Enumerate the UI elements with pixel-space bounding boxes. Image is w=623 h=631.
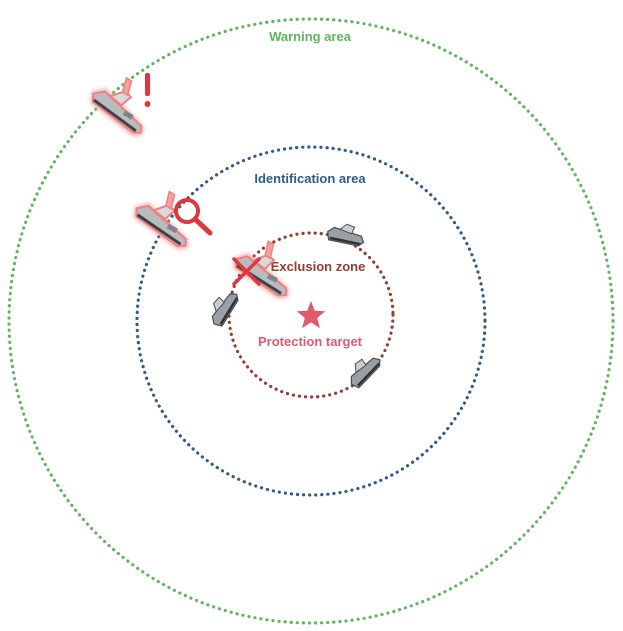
patrol-vessel [203, 285, 242, 330]
patrol-vessel [325, 220, 368, 248]
magnifier-icon [174, 198, 213, 236]
patrol-vessel [342, 348, 385, 392]
cross-icon [232, 257, 261, 286]
warning-area-label: Warning area [269, 29, 352, 44]
warning-area-ring [7, 17, 615, 625]
identification-area-ring [135, 145, 487, 497]
protection-target-label: Protection target [258, 334, 363, 349]
identification-area-label: Identification area [254, 171, 366, 186]
intruder-vessel-warning [84, 66, 164, 140]
star-icon [296, 301, 326, 329]
exclusion-zone-label: Exclusion zone [271, 259, 366, 274]
exclamation-icon [144, 73, 151, 107]
